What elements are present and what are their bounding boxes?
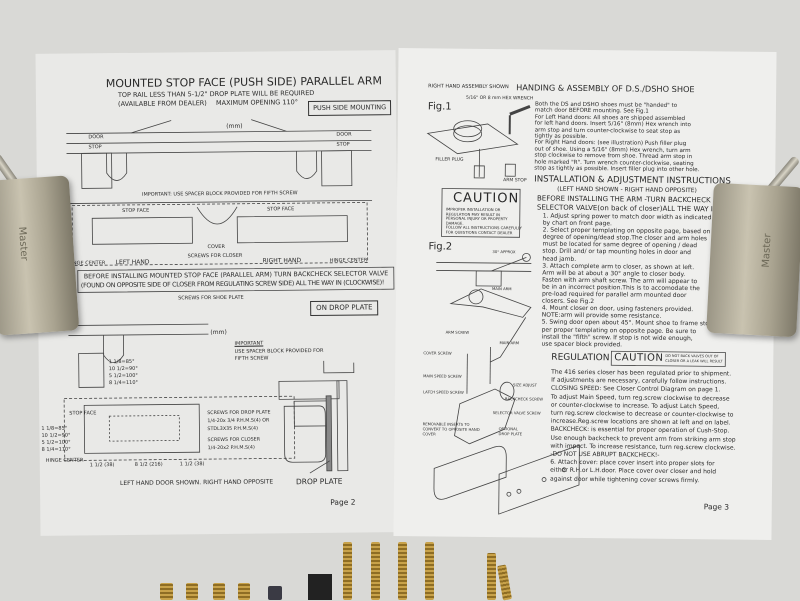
stop-face-left: STOP FACE: [122, 209, 149, 214]
spacer-block: [308, 574, 332, 600]
caution2-text: DO NOT BACK VALVES OUT OF CLOSER OR A LE…: [665, 354, 722, 364]
fig2-label-arm-screw: ARM SCREW: [446, 331, 470, 335]
fig2-label-latch-speed: LATCH SPEED SCREW: [423, 390, 464, 394]
install-steps: 1. Adjust spring power to match door wid…: [541, 213, 714, 350]
page-number-right: Page 3: [704, 503, 729, 511]
fig2-label-backcheck: BACKCHECK SCREW: [505, 397, 543, 401]
important-label: IMPORTANT: [235, 342, 264, 347]
door-closer-right: Master: [706, 183, 800, 338]
screw: [213, 583, 225, 600]
caution-line: FOR QUESTIONS CONTACT DEALER: [446, 231, 522, 236]
angle-table: 1 1/8=85° 10 1/2=90° 5 1/2=100° 8 1/4=11…: [109, 359, 138, 387]
fig2-label-size-adjust: SIZE ADJUST: [513, 383, 537, 387]
door-closer-left: Master: [0, 175, 79, 335]
push-side-mounting-box: PUSH SIDE MOUNTING: [308, 100, 391, 115]
fig1-arm-stop-label: ARM STOP: [503, 179, 526, 184]
screws-drop-plate-2: 1/4-20x 3/4 P.H.M.S(4) OR: [207, 419, 269, 424]
cover-label: COVER: [207, 245, 224, 250]
door-label-right: DOOR: [336, 133, 351, 138]
fig2-label-optional-drop-plate: OPTIONAL DROP PLATE: [499, 427, 529, 437]
handing-text: Both the DS and DSHO shoes must be "hand…: [534, 101, 700, 173]
fig2-label-selector-valve: SELECTOR VALVE SCREW: [493, 411, 541, 415]
screw-dark: [268, 586, 282, 600]
screw: [160, 583, 173, 600]
fig1-label: Fig.1: [428, 102, 452, 112]
max-opening: MAXIMUM OPENING 110°: [216, 99, 298, 106]
right-hand-label: RIGHT HAND: [263, 258, 301, 264]
angle-table-lower: 1 1/8=85° 10 1/2=90° 5 1/2=100° 8 1/4=11…: [41, 426, 70, 454]
fig1-wrench-label: 5/16" OR 8 mm HEX WRENCH: [466, 97, 533, 102]
fig2-label-cover-screw: COVER SCREW: [423, 351, 451, 355]
angle-110: 8 1/4=110°: [42, 447, 71, 454]
fig1-filler-plug-label: FILLER PLUG: [435, 158, 463, 163]
stop-face-lower: STOP FACE: [69, 411, 96, 416]
fig2-label-removable-inserts: REMOVABLE INSERTS TO CONVERT TO OPPOSITE…: [422, 422, 482, 437]
stop-face-right: STOP FACE: [267, 207, 294, 212]
stop-label-right: STOP: [336, 143, 349, 148]
dim-2: 8 1/2 (216): [135, 463, 163, 468]
caution-text: IMPROPER INSTALLATION OR REGULATION MAY …: [446, 208, 522, 236]
mm-label: (mm): [226, 124, 242, 130]
dim-1: 1 1/2 (38): [90, 463, 115, 468]
fig2-label-main-arm: MAIN ARM: [492, 287, 512, 291]
screw: [497, 564, 512, 600]
door-label: DOOR: [88, 135, 103, 140]
caution-title: CAUTION: [453, 192, 519, 206]
important-text-1: USE SPACER BLOCK PROVIDED FOR: [235, 349, 324, 355]
screw: [398, 542, 407, 600]
page-number-left: Page 2: [330, 499, 355, 507]
screws-closer-1: SCREWS FOR CLOSER: [208, 439, 261, 444]
header-small: RIGHT HAND ASSEMBLY SHOWN: [428, 84, 509, 90]
caution2-line: CLOSER OR A LEAK WILL RESULT: [665, 358, 722, 363]
screws-drop-plate-3: STDL3X35 P.H.M.S(4): [207, 428, 258, 433]
screw: [487, 553, 496, 600]
closer-brand: Master: [16, 226, 28, 261]
on-drop-plate-box: ON DROP PLATE: [310, 300, 379, 316]
screw: [238, 583, 250, 600]
left-hand-label: LEFT HAND: [116, 260, 150, 266]
screws-closer-2: 1/4-20x2 P.H.M.S(4): [208, 447, 255, 452]
fig2-label: Fig.2: [428, 242, 452, 252]
fig2-label-main-speed: MAIN SPEED SCREW: [423, 374, 462, 378]
important-text-2: FIFTH SCREW: [235, 356, 269, 361]
hinge-center-right: HINGE CENTER: [330, 258, 368, 263]
regulation-text: The 416 series closer has been regulated…: [550, 369, 736, 486]
screw: [343, 542, 352, 600]
fig2-label-approx: 30° APPROX: [492, 250, 515, 254]
caution2-title: CAUTION: [614, 353, 663, 364]
mm-label-2: (mm): [210, 330, 226, 336]
screw: [425, 542, 434, 600]
hinge-center-lower: HINGE CENTER: [46, 458, 84, 463]
title: MOUNTED STOP FACE (PUSH SIDE) PARALLEL A…: [106, 75, 382, 89]
install-heading: INSTALLATION & ADJUSTMENT INSTRUCTIONS: [534, 175, 731, 186]
screws-for-shoe: SCREWS FOR SHOE PLATE: [178, 296, 244, 302]
header: HANDING & ASSEMBLY OF D.S./DSHO SHOE: [516, 83, 695, 93]
regulation-heading: REGULATION: [551, 354, 609, 364]
dim-3: 1 1/2 (38): [180, 462, 205, 467]
closer-brand-right: Master: [762, 233, 774, 268]
fig2-label-main-arm-2: MAIN ARM: [499, 341, 519, 345]
subtitle-2: (AVAILABLE FROM DEALER): [118, 100, 207, 107]
screw: [371, 542, 380, 600]
left-page: MOUNTED STOP FACE (PUSH SIDE) PARALLEL A…: [35, 50, 400, 536]
stop-label: STOP: [88, 145, 101, 150]
screws-for-closer-top: SCREWS FOR CLOSER: [188, 254, 243, 260]
screw: [186, 583, 198, 600]
subtitle-1: TOP RAIL LESS THAN 5-1/2" DROP PLATE WIL…: [118, 90, 314, 99]
screws-drop-plate-1: SCREWS FOR DROP PLATE: [207, 411, 270, 416]
angle-110: 8 1/4=110°: [109, 380, 138, 387]
install-intro: BEFORE INSTALLING THE ARM -TURN BACKCHEC…: [537, 194, 721, 213]
drop-plate-label: DROP PLATE: [296, 478, 343, 486]
